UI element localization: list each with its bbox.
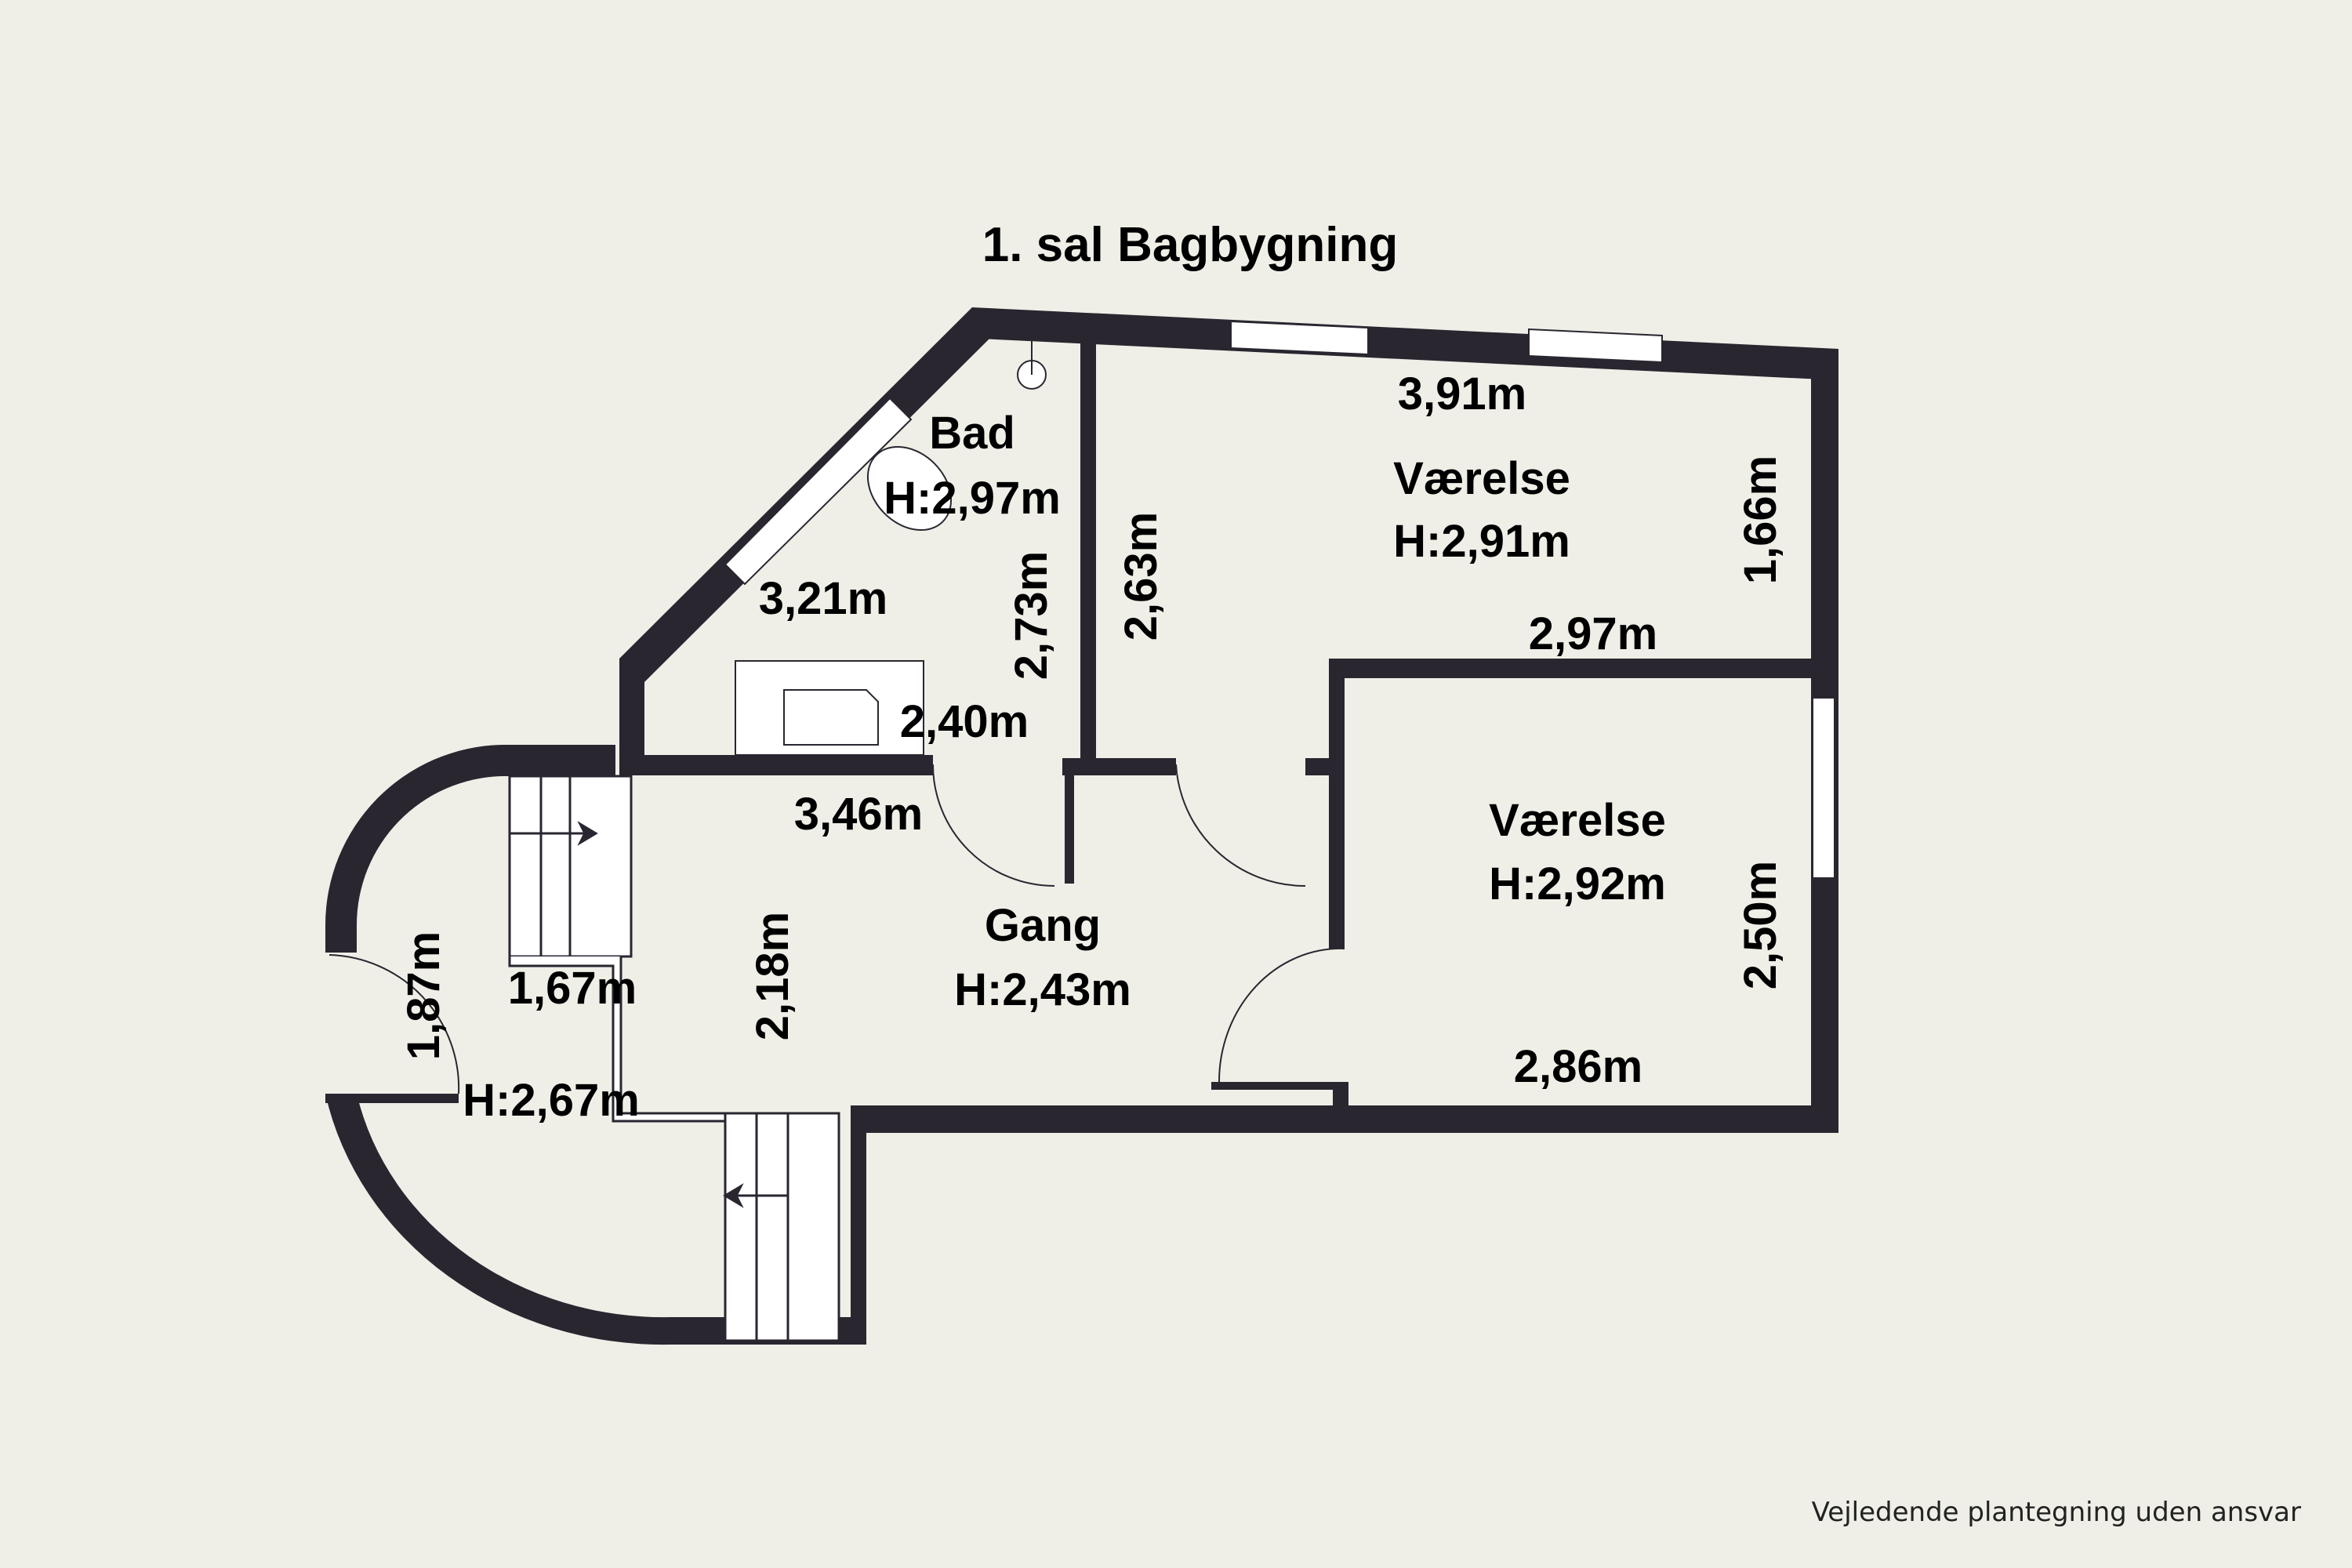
room-labels: Bad H:2,97m Værelse H:2,91m Værelse H:2,… xyxy=(463,408,1666,1126)
dim-v1-bottom: 2,97m xyxy=(1529,608,1657,659)
upper-arc-wall xyxy=(325,745,615,953)
window-top-2 xyxy=(1528,328,1663,364)
windows xyxy=(724,320,1835,879)
stairs xyxy=(508,775,840,1342)
door-vaerelse2 xyxy=(1218,947,1345,1083)
sink-icon xyxy=(783,689,879,746)
top-wall xyxy=(972,307,1838,380)
lower-arc-wall xyxy=(325,1094,866,1345)
dim-v2-right: 2,50m xyxy=(1735,861,1786,989)
room-height-gang: H:2,43m xyxy=(954,964,1131,1015)
room-name-bad: Bad xyxy=(929,408,1015,459)
room-height-bad: H:2,97m xyxy=(884,473,1061,524)
bad-vaerelse-divider xyxy=(1080,339,1096,760)
window-right xyxy=(1812,697,1835,879)
room-name-vaerelse1: Værelse xyxy=(1393,453,1570,504)
dim-v1-top: 3,91m xyxy=(1398,368,1526,419)
dim-v1-left: 2,63m xyxy=(1116,512,1167,641)
window-top-1 xyxy=(1230,320,1369,356)
room-height-stair-hall: H:2,67m xyxy=(463,1075,640,1126)
dim-bad-diag: 3,21m xyxy=(759,573,887,624)
dim-bad-bottom: 2,40m xyxy=(900,696,1029,747)
disclaimer-text: Vejledende plantegning uden ansvar xyxy=(1812,1497,2301,1528)
dim-bad-right: 2,73m xyxy=(1006,551,1057,680)
stair-right-wall xyxy=(851,1105,866,1345)
plan-title: 1. sal Bagbygning xyxy=(982,218,1399,272)
dim-v2-bottom: 2,86m xyxy=(1514,1041,1642,1092)
dim-stair-left: 1,87m xyxy=(398,931,449,1060)
dim-v1-right: 1,66m xyxy=(1735,456,1786,584)
doors xyxy=(328,764,1345,1094)
arrow-right-icon xyxy=(577,821,598,846)
dim-gang-top: 3,46m xyxy=(794,789,923,840)
stair-lower xyxy=(724,1112,840,1342)
door-stub xyxy=(1211,1082,1348,1090)
toilet-icon xyxy=(866,445,953,532)
door-vaerelse1 xyxy=(1175,764,1306,887)
dim-stair-top: 1,67m xyxy=(508,963,637,1014)
room-name-vaerelse2: Værelse xyxy=(1489,795,1666,846)
gang-top-wall-segment xyxy=(1062,758,1176,775)
door-entry xyxy=(328,954,460,1094)
dim-gang-left: 2,18m xyxy=(747,912,798,1040)
door-bad xyxy=(932,764,1055,887)
bad-bottom-wall xyxy=(619,755,933,775)
room-height-vaerelse2: H:2,92m xyxy=(1489,858,1666,909)
bad-left-wall xyxy=(619,659,644,768)
bathroom-fixtures xyxy=(735,339,1047,756)
room-name-gang: Gang xyxy=(985,900,1101,951)
gang-top-wall-segment-2 xyxy=(1305,758,1329,775)
vaerelse2-left-wall xyxy=(1329,659,1345,949)
window-diagonal xyxy=(724,397,913,586)
door-jamb xyxy=(1065,758,1074,884)
entry-door-stub xyxy=(325,1094,459,1103)
room-height-vaerelse1: H:2,91m xyxy=(1393,516,1570,567)
dimension-labels: 3,21m 2,40m 2,73m 3,91m 2,63m 1,66m 2,97… xyxy=(398,368,1786,1092)
arrow-left-icon xyxy=(723,1183,744,1208)
vaerelse-divider xyxy=(1329,659,1838,678)
